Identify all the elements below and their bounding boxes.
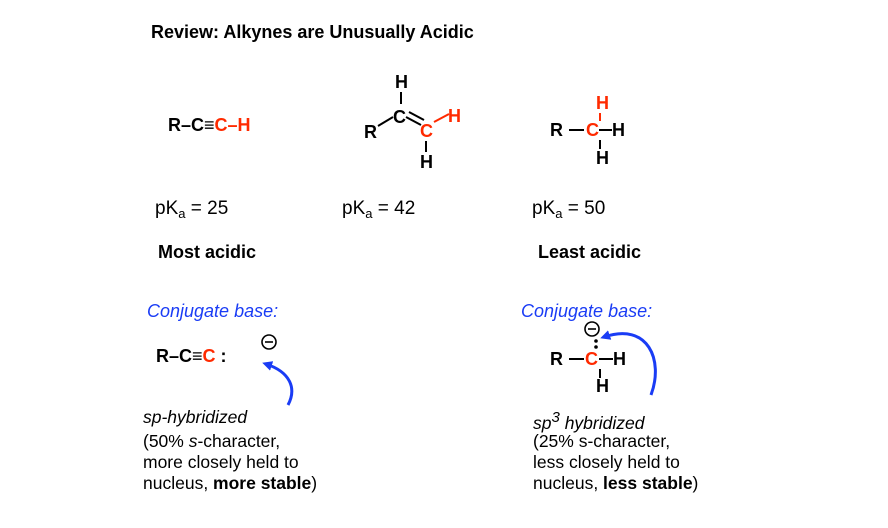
conj-alkyne-r: R <box>156 346 169 366</box>
left-description: (50% s-character, more closely held to n… <box>143 431 317 494</box>
alkene-c2: C <box>420 121 433 141</box>
alkane-h-bottom: H <box>596 148 609 168</box>
text-part: less stable <box>603 473 693 493</box>
conj-alkyne-c2: C <box>202 346 216 366</box>
pka-alkyne: pKa = 25 <box>155 198 228 221</box>
conjugate-alkyne-structure: R–C≡C : <box>156 346 227 367</box>
most-acidic-label: Most acidic <box>158 242 257 262</box>
negative-charge-icon <box>584 321 600 337</box>
pka-label: pK <box>342 198 366 219</box>
left-desc-line1: (50% s-character, <box>143 431 317 452</box>
single-bond: – <box>169 346 180 366</box>
lone-pair-dot <box>594 339 598 343</box>
conj-alkane-h-bottom: H <box>596 376 609 396</box>
pka-subscript: a <box>555 206 563 221</box>
alkene-bond-c2-hright <box>433 113 450 123</box>
alkene-double-bond-1 <box>405 116 422 126</box>
pka-alkene: pKa = 42 <box>342 198 415 221</box>
pka-value: = 25 <box>190 198 229 219</box>
left-desc-line2: more closely held to <box>143 452 299 472</box>
pka-label: pK <box>532 198 556 219</box>
pka-label: pK <box>155 198 179 219</box>
alkene-r: R <box>364 122 377 142</box>
left-desc-line3: nucleus, more stable) <box>143 473 317 494</box>
text-part: 3 <box>551 409 560 426</box>
pka-value: = 50 <box>567 198 606 219</box>
conj-alkane-c: C <box>585 349 598 369</box>
text-part: ) <box>692 473 699 493</box>
alkene-h-right: H <box>448 106 461 126</box>
text-part: nucleus, <box>143 473 214 493</box>
pka-subscript: a <box>365 206 373 221</box>
right-desc-line2: less closely held to <box>533 452 680 472</box>
alkene-double-bond-2 <box>408 111 425 121</box>
left-hybrid-label: sp-hybridized <box>143 407 248 427</box>
right-hybrid-label: sp3 hybridized <box>533 407 644 434</box>
conjugate-base-label-right: Conjugate base: <box>521 301 653 321</box>
alkane-h-top: H <box>596 93 609 113</box>
conj-alkyne-c1: C <box>179 346 193 366</box>
pka-value: = 42 <box>377 198 416 219</box>
text-part: hybridized <box>559 412 645 433</box>
text-part: (50% <box>143 431 189 451</box>
lone-pair: : <box>220 346 227 366</box>
alkane-h-right: H <box>612 120 625 140</box>
alkane-c: C <box>586 120 599 140</box>
negative-charge-icon <box>261 334 277 350</box>
text-part: ) <box>311 473 318 493</box>
conjugate-base-label-left: Conjugate base: <box>147 301 279 321</box>
alkyne-c2: C <box>214 115 228 135</box>
curved-arrow-icon <box>262 361 294 406</box>
text-part: nucleus, <box>533 473 604 493</box>
alkyne-h: H <box>237 115 251 135</box>
text-part: more stable <box>213 473 312 493</box>
text-part: s <box>188 431 198 451</box>
right-description: (25% s-character, less closely held to n… <box>533 431 698 494</box>
right-desc-line1: (25% s-character, <box>533 431 671 451</box>
alkane-r: R <box>550 120 563 140</box>
alkyne-structure: R–C≡C–H <box>168 115 251 136</box>
alkene-bond-r-c1 <box>377 116 394 127</box>
alkene-c1: C <box>393 107 406 127</box>
alkyne-c1: C <box>191 115 205 135</box>
triple-bond: ≡ <box>192 346 203 366</box>
alkyne-r: R <box>168 115 181 135</box>
least-acidic-label: Least acidic <box>538 242 642 262</box>
curved-arrow-icon <box>600 330 657 396</box>
single-bond: – <box>227 115 238 135</box>
triple-bond: ≡ <box>204 115 215 135</box>
text-part: -character, <box>197 431 281 451</box>
single-bond: – <box>181 115 192 135</box>
text-part: sp <box>533 412 552 433</box>
pka-alkane: pKa = 50 <box>532 198 605 221</box>
pka-subscript: a <box>178 206 186 221</box>
conj-alkane-r: R <box>550 349 563 369</box>
right-desc-line3: nucleus, less stable) <box>533 473 698 494</box>
conj-alkane-h-right: H <box>613 349 626 369</box>
alkene-h-bottom: H <box>420 152 433 172</box>
page-title: Review: Alkynes are Unusually Acidic <box>151 22 474 42</box>
alkene-h-top: H <box>395 72 408 92</box>
lone-pair-dot <box>594 345 598 349</box>
